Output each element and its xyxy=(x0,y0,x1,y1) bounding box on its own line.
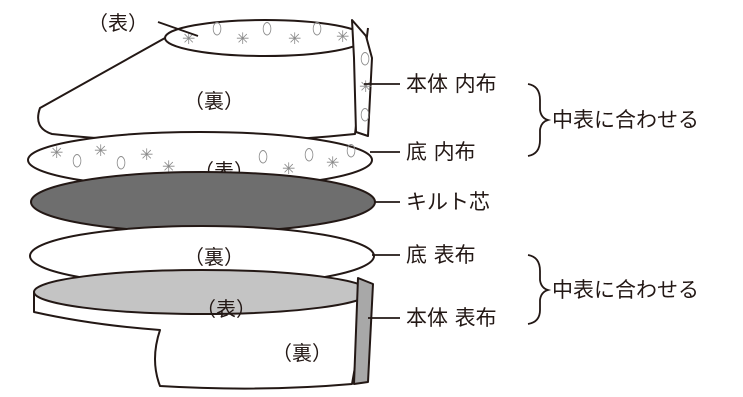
body-lining-flower-pattern: ✳ ⬯ ✳ ⬯ ✳ ⬯ ✳ ⬯ ✳ ⬯ xyxy=(182,19,372,124)
body-lining-label: 本体 内布 xyxy=(406,72,497,96)
svg-text:⬯: ⬯ xyxy=(262,19,272,38)
svg-text:✳: ✳ xyxy=(336,27,349,46)
body-outer-back-label: （裏） xyxy=(272,341,332,365)
svg-text:✳: ✳ xyxy=(288,29,301,48)
bottom-outer-label: 底 表布 xyxy=(406,243,476,267)
svg-text:⬯: ⬯ xyxy=(360,105,370,124)
svg-text:⬯: ⬯ xyxy=(116,153,126,172)
body-outer-seam-flap xyxy=(353,277,374,385)
upper-group-label: 中表に合わせる xyxy=(552,108,699,132)
svg-text:✳: ✳ xyxy=(162,157,175,176)
quilt-core-label: キルト芯 xyxy=(406,190,490,214)
svg-text:⬯: ⬯ xyxy=(312,19,322,38)
bottom-lining-flower-pattern: ✳ ⬯ ✳ ⬯ ✳ ✳ ⬯ ✳ ⬯ ✳ ⬯ ✳ xyxy=(50,141,356,190)
svg-text:✳: ✳ xyxy=(94,141,107,160)
upper-group-brace xyxy=(527,83,552,157)
body-lining-seam-flap xyxy=(351,19,373,137)
svg-text:✳: ✳ xyxy=(282,159,295,178)
bottom-outer-back-label: （裏） xyxy=(184,245,244,269)
lower-group-brace xyxy=(527,254,552,325)
svg-text:✳: ✳ xyxy=(50,143,63,162)
svg-text:⬯: ⬯ xyxy=(304,145,314,164)
body-lining-front-leader xyxy=(157,21,199,37)
svg-text:⬯: ⬯ xyxy=(346,141,356,160)
svg-text:✳: ✳ xyxy=(326,153,339,172)
lower-group-label: 中表に合わせる xyxy=(552,278,699,302)
bottom-lining-label: 底 内布 xyxy=(406,140,476,164)
quilt-core-disc xyxy=(30,171,376,233)
body-lining-front-label: （表） xyxy=(88,11,148,35)
leader-lines xyxy=(364,83,400,319)
body-lining-back-label: （裏） xyxy=(184,89,244,113)
body-outer-front-label: （表） xyxy=(196,297,256,321)
svg-text:⬯: ⬯ xyxy=(212,19,222,38)
body-outer-piece: （表） （裏） xyxy=(33,269,374,390)
svg-text:✳: ✳ xyxy=(140,145,153,164)
body-outer-label: 本体 表布 xyxy=(406,306,497,330)
svg-text:✳: ✳ xyxy=(359,77,372,96)
svg-text:⬯: ⬯ xyxy=(360,49,370,68)
body-lining-piece: ✳ ⬯ ✳ ⬯ ✳ ⬯ ✳ ⬯ ✳ ⬯ （表） （裏） xyxy=(37,11,373,143)
svg-text:✳: ✳ xyxy=(236,29,249,48)
svg-text:⬯: ⬯ xyxy=(258,147,268,166)
svg-text:⬯: ⬯ xyxy=(72,151,82,170)
